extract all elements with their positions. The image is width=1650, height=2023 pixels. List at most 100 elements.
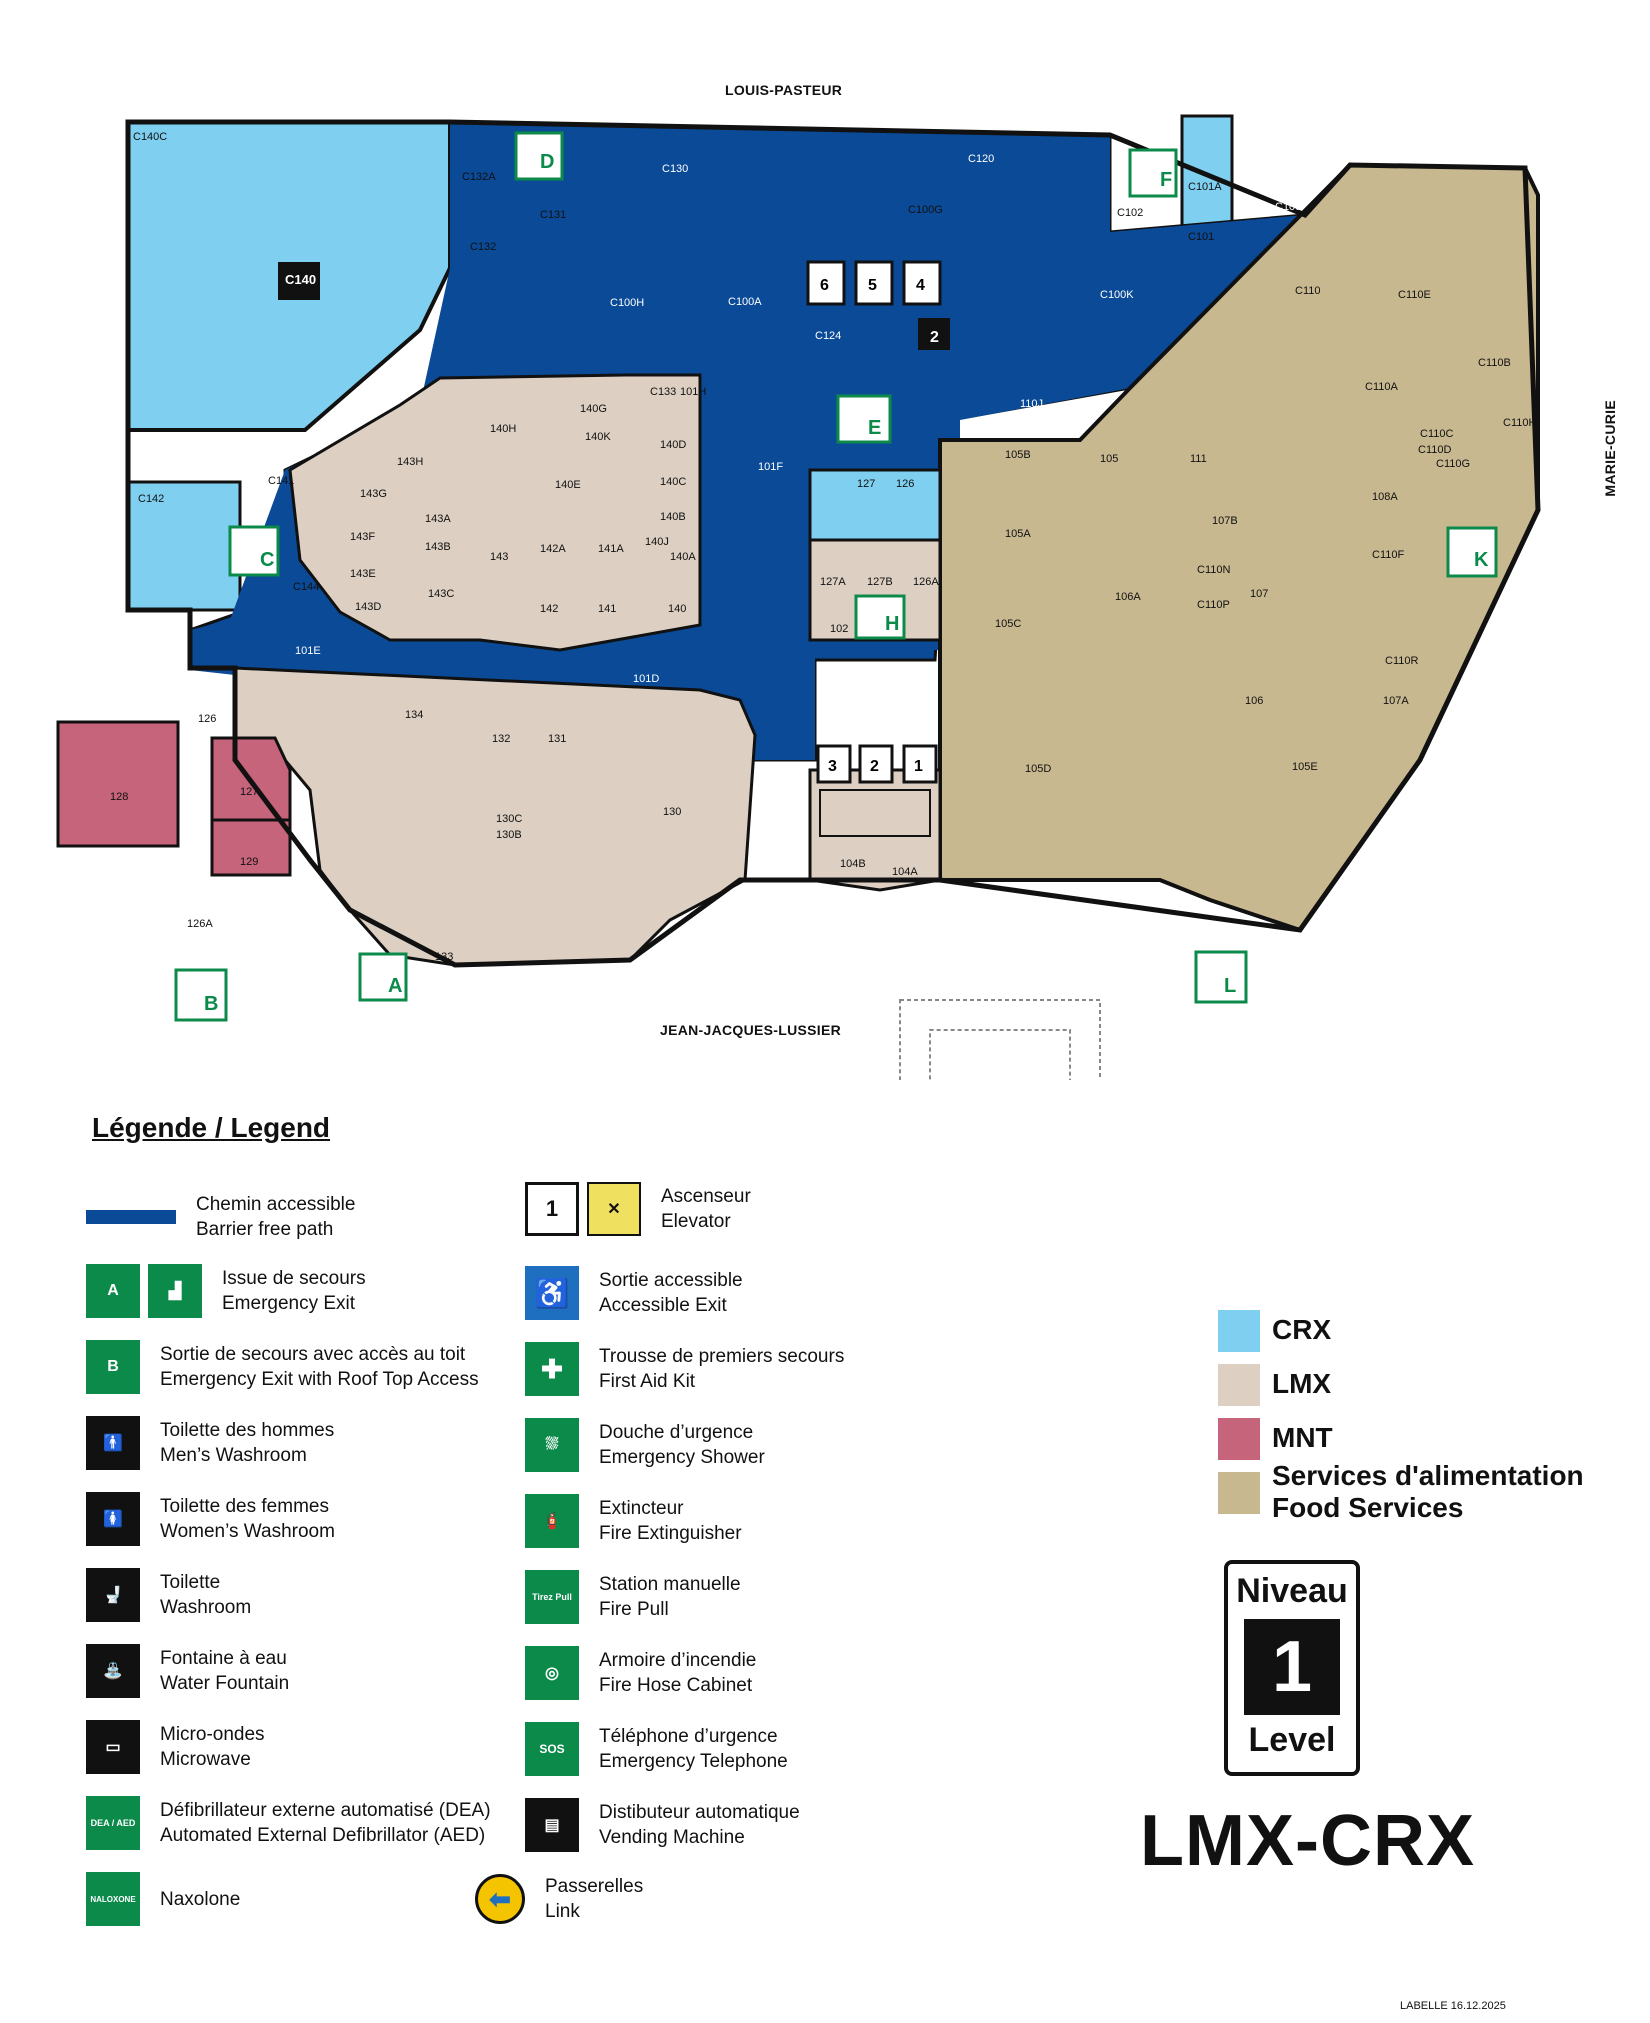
water-fountain-icon: ⛲ bbox=[86, 1644, 140, 1698]
svg-text:130B: 130B bbox=[496, 829, 522, 841]
svg-text:5: 5 bbox=[868, 277, 877, 294]
fire-extinguisher-icon: 🧯 bbox=[525, 1494, 579, 1548]
svg-text:126A: 126A bbox=[187, 918, 213, 930]
svg-text:C110A: C110A bbox=[1365, 381, 1398, 393]
svg-text:C100H: C100H bbox=[610, 297, 644, 309]
svg-text:142: 142 bbox=[540, 603, 558, 615]
svg-text:101H: 101H bbox=[680, 386, 706, 398]
svg-text:C110E: C110E bbox=[1398, 289, 1431, 301]
svg-text:C101A: C101A bbox=[1188, 181, 1222, 193]
svg-text:126A: 126A bbox=[913, 576, 939, 588]
svg-text:140J: 140J bbox=[645, 536, 669, 548]
svg-text:105A: 105A bbox=[1005, 528, 1031, 540]
svg-text:K: K bbox=[1474, 549, 1489, 571]
svg-text:1: 1 bbox=[914, 758, 923, 775]
floor-plan-map: C140C C132A C132 C131 C130 C120 C100G C1… bbox=[56, 114, 1541, 1080]
svg-text:C124: C124 bbox=[815, 330, 841, 342]
level-fr: Niveau bbox=[1236, 1572, 1348, 1610]
aed-icon: DEA / AED bbox=[86, 1796, 140, 1850]
svg-text:2: 2 bbox=[870, 758, 879, 775]
emergency-shower-icon: ⛆ bbox=[525, 1418, 579, 1472]
svg-text:134: 134 bbox=[405, 709, 423, 721]
vending-machine-icon: ▤ bbox=[525, 1798, 579, 1852]
svg-text:C100G: C100G bbox=[908, 204, 943, 216]
svg-text:105D: 105D bbox=[1025, 763, 1051, 775]
svg-text:128: 128 bbox=[110, 791, 128, 803]
emergency-exit-signs: D F E C H K A B L bbox=[174, 131, 1498, 1022]
washroom-icon: 🚽 bbox=[86, 1568, 140, 1622]
elevator-area-swatch: ✕ bbox=[587, 1182, 641, 1236]
svg-text:C102: C102 bbox=[1117, 207, 1143, 219]
svg-text:101: 101 bbox=[858, 673, 876, 685]
svg-text:102: 102 bbox=[830, 623, 848, 635]
svg-text:130C: 130C bbox=[496, 813, 522, 825]
svg-text:141: 141 bbox=[598, 603, 616, 615]
zone-swatch-food bbox=[1218, 1472, 1260, 1514]
street-east: MARIE-CURIE bbox=[1602, 400, 1618, 497]
svg-text:106: 106 bbox=[1245, 695, 1263, 707]
men-washroom-icon: 🚹 bbox=[86, 1416, 140, 1470]
emergency-exit-icon: ▟ bbox=[148, 1264, 202, 1318]
svg-text:C110B: C110B bbox=[1478, 357, 1511, 369]
svg-text:131: 131 bbox=[548, 733, 566, 745]
svg-text:F: F bbox=[1160, 169, 1172, 191]
svg-text:C100K: C100K bbox=[1100, 289, 1134, 301]
svg-text:C141: C141 bbox=[268, 475, 294, 487]
svg-text:132: 132 bbox=[492, 733, 510, 745]
svg-text:C110C: C110C bbox=[1420, 428, 1453, 440]
svg-text:B: B bbox=[204, 993, 218, 1015]
emergency-telephone-icon: SOS bbox=[525, 1722, 579, 1776]
zone-label-mnt: MNT bbox=[1272, 1422, 1333, 1453]
legend-title: Légende / Legend bbox=[92, 1112, 331, 1143]
svg-text:104B: 104B bbox=[840, 858, 866, 870]
svg-text:129: 129 bbox=[240, 856, 258, 868]
svg-text:2: 2 bbox=[930, 329, 939, 346]
svg-text:130: 130 bbox=[663, 806, 681, 818]
svg-text:C142: C142 bbox=[138, 493, 164, 505]
svg-text:101F: 101F bbox=[758, 461, 783, 473]
svg-text:C100A: C100A bbox=[728, 296, 762, 308]
svg-text:106A: 106A bbox=[1115, 591, 1141, 603]
microwave-icon: ▭ bbox=[86, 1720, 140, 1774]
svg-text:143: 143 bbox=[490, 551, 508, 563]
svg-text:140: 140 bbox=[668, 603, 686, 615]
barrier-free-path-swatch bbox=[86, 1210, 176, 1224]
svg-text:105: 105 bbox=[1100, 453, 1118, 465]
level-number: 1 bbox=[1244, 1619, 1340, 1715]
svg-text:105B: 105B bbox=[1005, 449, 1031, 461]
svg-text:C110D: C110D bbox=[1418, 444, 1451, 456]
svg-text:105E: 105E bbox=[1292, 761, 1318, 773]
building-name: LMX-CRX bbox=[1140, 1801, 1475, 1881]
svg-text:C110F: C110F bbox=[1372, 549, 1404, 561]
women-washroom-icon: 🚺 bbox=[86, 1492, 140, 1546]
naloxone-icon: NALOXONE bbox=[86, 1872, 140, 1926]
svg-text:126: 126 bbox=[198, 713, 216, 725]
svg-text:3: 3 bbox=[828, 758, 837, 775]
zone-label-crx: CRX bbox=[1272, 1314, 1332, 1345]
svg-text:140C: 140C bbox=[660, 476, 686, 488]
svg-text:C143: C143 bbox=[130, 441, 156, 453]
svg-text:E: E bbox=[868, 417, 881, 439]
svg-text:105C: 105C bbox=[995, 618, 1021, 630]
svg-text:107B: 107B bbox=[1212, 515, 1238, 527]
svg-text:H: H bbox=[885, 613, 899, 635]
roof-exit-icon: B bbox=[86, 1340, 140, 1394]
svg-text:C133: C133 bbox=[650, 386, 676, 398]
svg-text:C140: C140 bbox=[285, 272, 316, 287]
svg-text:143F: 143F bbox=[350, 531, 375, 543]
svg-text:143B: 143B bbox=[425, 541, 451, 553]
svg-text:107A: 107A bbox=[1383, 695, 1409, 707]
svg-text:140D: 140D bbox=[660, 439, 686, 451]
legend-item-aed: DEA / AED Défibrillateur externe automat… bbox=[86, 1796, 491, 1850]
svg-text:C144: C144 bbox=[293, 581, 319, 593]
